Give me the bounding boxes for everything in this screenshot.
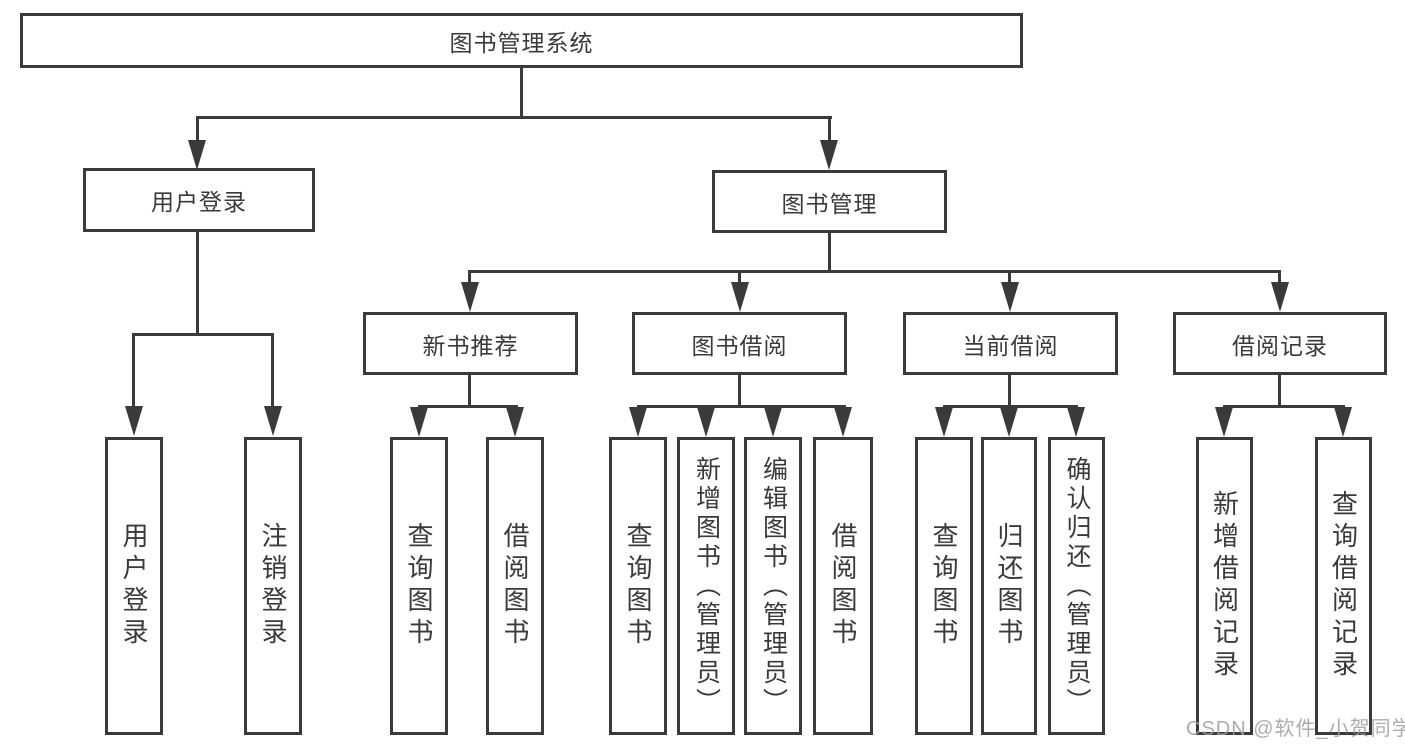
leaf-newbook-borrow-books: 借阅图书 (486, 437, 544, 735)
connector-book-borrowing-hline (637, 405, 846, 408)
down-arrowhead-icon (935, 407, 953, 437)
down-arrowhead-icon (629, 407, 647, 437)
node-user-login-label: 用户登录 (151, 189, 247, 215)
connector-current-borrowing-hline (943, 405, 1078, 408)
connector-user-login-vline (196, 231, 199, 335)
node-book-management-label: 图书管理 (781, 190, 878, 217)
connector-book-borrowing-vline (738, 373, 741, 407)
node-user-login: 用户登录 (83, 168, 315, 232)
connector-book-management-stub-1 (468, 270, 471, 284)
down-arrowhead-icon (1001, 282, 1019, 312)
down-arrowhead-icon (1215, 407, 1233, 437)
down-arrowhead-icon (1067, 407, 1085, 437)
down-arrowhead-icon (697, 407, 715, 437)
leaf-records-add-borrow-record-label: 新增借阅记录 (1209, 490, 1240, 682)
connector-borrowing-records-vline (1278, 373, 1281, 407)
leaf-current-query-books: 查询图书 (915, 437, 973, 735)
node-new-book-recommendation-label: 新书推荐 (422, 332, 519, 359)
down-arrowhead-icon (731, 282, 749, 312)
leaf-current-return-books: 归还图书 (981, 437, 1037, 735)
leaf-records-query-borrow-record-label: 查询借阅记录 (1328, 490, 1359, 682)
down-arrowhead-icon (506, 407, 524, 437)
leaf-logout: 注销登录 (244, 437, 302, 735)
down-arrowhead-icon (764, 407, 782, 437)
connector-current-borrowing-vline (1008, 373, 1011, 407)
leaf-user-login-label: 用户登录 (119, 522, 149, 650)
down-arrowhead-icon (834, 407, 852, 437)
down-arrowhead-icon (410, 407, 428, 437)
node-book-borrowing: 图书借阅 (632, 312, 847, 375)
connector-user-login-stub-left (132, 333, 135, 408)
leaf-borrowing-add-books-admin-label: 新增图书（管理员） (692, 455, 721, 717)
down-arrowhead-icon (125, 406, 143, 436)
connector-borrowing-records-hline (1223, 405, 1345, 408)
leaf-current-confirm-return-admin: 确认归还（管理员） (1048, 437, 1105, 735)
down-arrowhead-icon (1334, 407, 1352, 437)
connector-book-management-stub-4 (1278, 270, 1281, 284)
down-arrowhead-icon (1000, 407, 1018, 437)
csdn-watermark: CSDN @软件_小贺同学 (1186, 718, 1405, 740)
node-root: 图书管理系统 (20, 13, 1023, 68)
connector-user-login-stub-right (271, 333, 274, 408)
node-current-borrowing: 当前借阅 (903, 312, 1118, 375)
connector-root-stub-right (828, 116, 831, 142)
connector-new-book-vline (468, 373, 471, 407)
leaf-borrowing-borrow-books-label: 借阅图书 (828, 522, 858, 650)
leaf-borrowing-query-books: 查询图书 (609, 437, 667, 735)
leaf-logout-label: 注销登录 (258, 522, 288, 650)
node-book-management: 图书管理 (712, 170, 947, 233)
leaf-records-add-borrow-record: 新增借阅记录 (1196, 437, 1253, 735)
connector-root-vline (520, 66, 523, 118)
leaf-current-query-books-label: 查询图书 (929, 522, 959, 650)
leaf-borrowing-edit-books-admin-label: 编辑图书（管理员） (759, 455, 788, 717)
connector-root-hline (196, 116, 832, 119)
leaf-newbook-borrow-books-label: 借阅图书 (500, 522, 530, 650)
connector-root-stub-left (196, 116, 199, 142)
leaf-current-confirm-return-admin-label: 确认归还（管理员） (1063, 455, 1091, 717)
node-borrowing-records-label: 借阅记录 (1232, 332, 1328, 359)
node-root-label: 图书管理系统 (449, 29, 594, 56)
leaf-borrowing-borrow-books: 借阅图书 (813, 437, 873, 735)
down-arrowhead-icon (1271, 282, 1289, 312)
node-borrowing-records: 借阅记录 (1173, 312, 1387, 375)
down-arrowhead-icon (461, 282, 479, 312)
leaf-current-return-books-label: 归还图书 (994, 522, 1024, 650)
connector-book-management-vline (828, 231, 831, 272)
connector-book-management-hline (469, 270, 1281, 273)
leaf-records-query-borrow-record: 查询借阅记录 (1315, 437, 1372, 735)
leaf-newbook-query-books: 查询图书 (390, 437, 448, 735)
connector-book-management-stub-3 (1008, 270, 1011, 284)
leaf-borrowing-query-books-label: 查询图书 (623, 522, 653, 650)
leaf-newbook-query-books-label: 查询图书 (404, 522, 434, 650)
down-arrowhead-icon (820, 140, 838, 170)
connector-book-management-stub-2 (738, 270, 741, 284)
connector-new-book-hline (418, 405, 518, 408)
leaf-borrowing-add-books-admin: 新增图书（管理员） (677, 437, 735, 735)
down-arrowhead-icon (264, 406, 282, 436)
node-book-borrowing-label: 图书借阅 (691, 332, 788, 359)
leaf-user-login: 用户登录 (105, 437, 163, 735)
node-current-borrowing-label: 当前借阅 (962, 332, 1059, 359)
connector-user-login-hline (132, 333, 274, 336)
leaf-borrowing-edit-books-admin: 编辑图书（管理员） (744, 437, 802, 735)
down-arrowhead-icon (188, 140, 206, 170)
node-new-book-recommendation: 新书推荐 (363, 312, 578, 375)
